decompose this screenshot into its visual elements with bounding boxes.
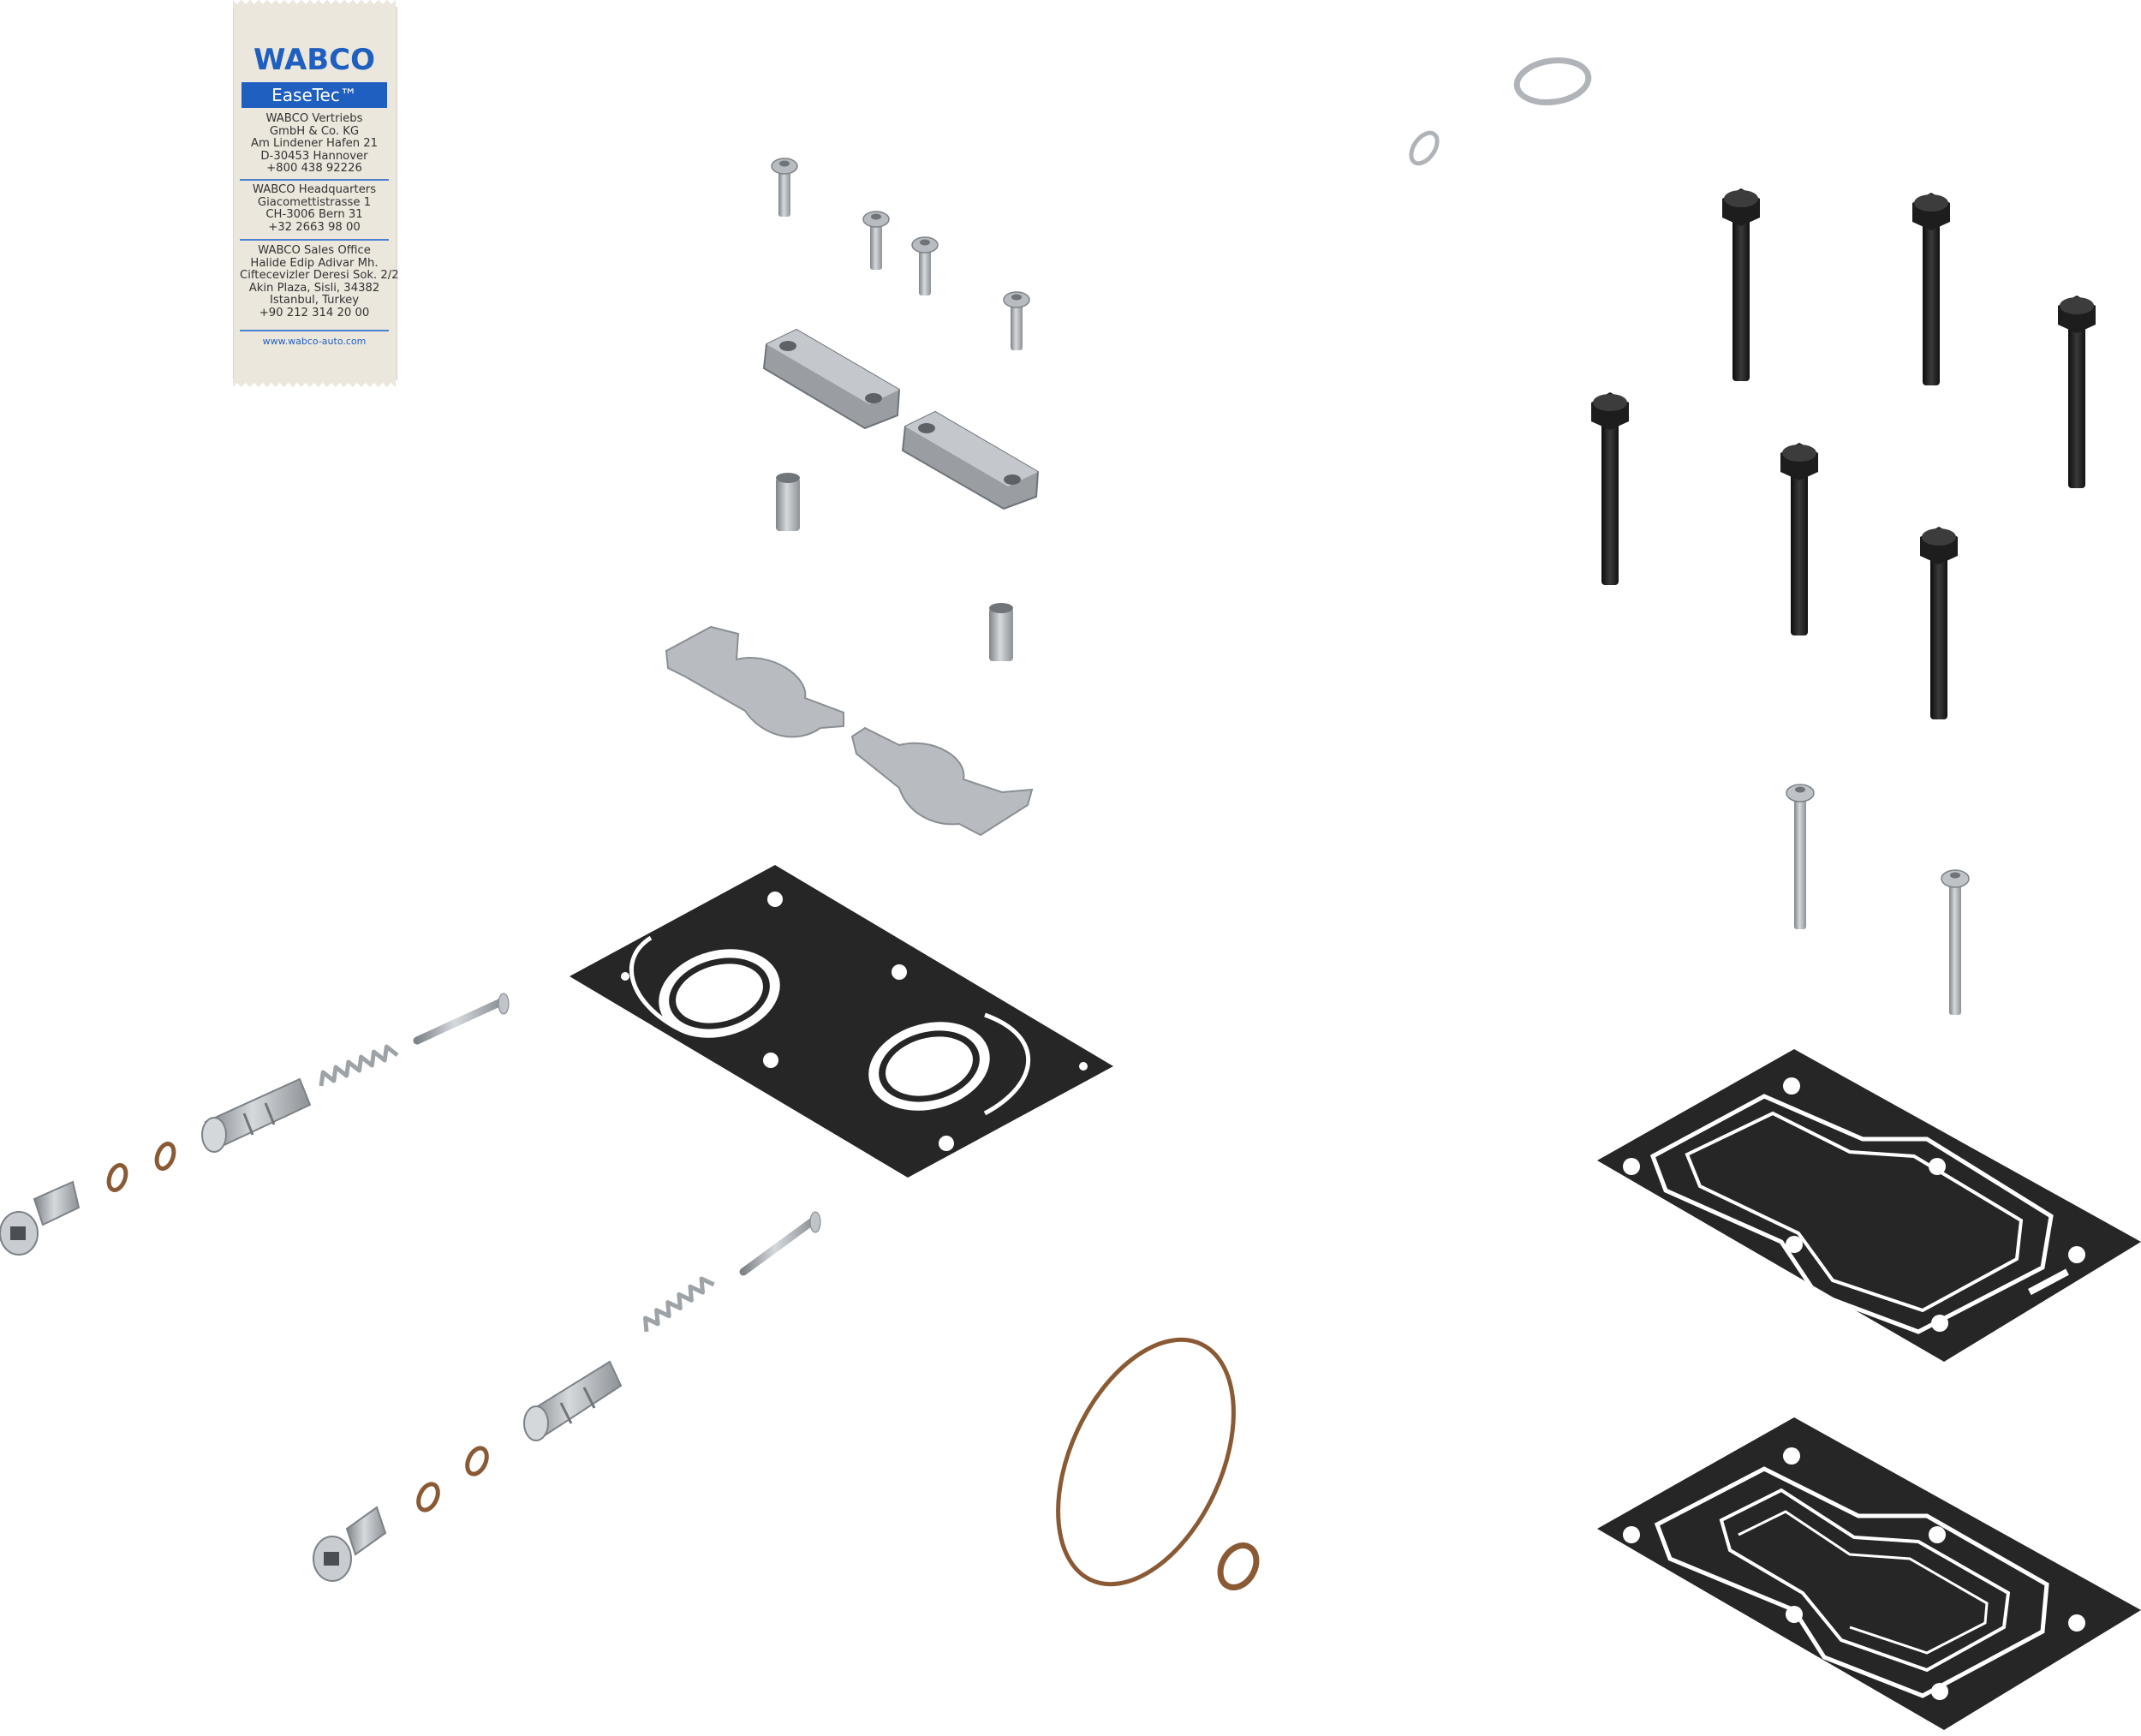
address-vertriebs: WABCO Vertriebs GmbH & Co. KG Am Lindene…: [240, 112, 389, 176]
address-line: Giacomettistrasse 1: [257, 195, 372, 209]
address-line: +800 438 92226: [266, 162, 362, 176]
sachet-top-edge: [233, 0, 396, 9]
divider: [240, 179, 389, 181]
sleeve: [989, 603, 1013, 661]
sachet-body: [233, 7, 397, 380]
head-bolt: [1780, 443, 1818, 635]
plunger-pin: [413, 993, 510, 1045]
address-line: Ciftecevizler Deresi Sok. 2/2: [240, 269, 399, 283]
unloader-assembly: [313, 1211, 821, 1582]
address-line: +90 212 314 20 00: [259, 306, 370, 319]
small-sealing-ring: [1409, 130, 1440, 166]
brand-logo: WABCO: [253, 43, 376, 77]
address-line: WABCO Vertriebs: [265, 112, 363, 125]
large-o-ring: [1056, 1337, 1236, 1587]
piston: [201, 1077, 312, 1153]
address-sales-office: WABCO Sales Office Halide Edip Adivar Mh…: [240, 244, 399, 320]
o-ring: [465, 1446, 489, 1476]
head-bolt: [1920, 527, 1958, 719]
long-silver-bolt: [1941, 869, 1970, 1016]
head-bolt: [2058, 295, 2096, 488]
cylinder-head-gasket: [570, 865, 1113, 1178]
spring: [317, 1044, 397, 1086]
address-line: CH-3006 Bern 31: [265, 208, 363, 222]
address-headquarters: WABCO Headquarters Giacomettistrasse 1 C…: [240, 183, 389, 234]
o-ring: [416, 1482, 440, 1512]
address-line: Am Lindener Hafen 21: [250, 137, 379, 151]
head-bolt: [1722, 188, 1760, 381]
plug-screw: [313, 1506, 387, 1582]
website-text: www.wabco-auto.com: [262, 336, 367, 347]
small-screw: [862, 211, 890, 271]
clamp-plate: [901, 410, 1040, 510]
small-screw: [771, 158, 798, 218]
spring: [640, 1274, 714, 1332]
piston: [523, 1360, 623, 1441]
address-line: +32 2663 98 00: [268, 220, 361, 234]
address-line: Halide Edip Adivar Mh.: [250, 256, 379, 270]
valve-plate-gasket: [1597, 1417, 2141, 1730]
divider: [240, 330, 389, 331]
address-line: Istanbul, Turkey: [269, 294, 360, 307]
sealing-ring: [1513, 57, 1592, 105]
plunger-pin: [739, 1211, 821, 1276]
valve-plate-gasket: [1597, 1049, 2141, 1362]
sleeve: [776, 473, 800, 531]
divider: [240, 239, 389, 241]
grease-sachet: WABCO EaseTec™ WABCO Vertriebs GmbH & Co…: [233, 0, 399, 387]
address-line: Akin Plaza, Sisli, 34382: [248, 281, 380, 295]
clamp-plate: [762, 328, 901, 430]
address-line: D-30453 Hannover: [260, 149, 368, 163]
small-screw: [911, 236, 939, 296]
address-line: GmbH & Co. KG: [269, 124, 360, 138]
unloader-assembly: [0, 993, 510, 1256]
head-bolt: [1912, 193, 1950, 385]
head-bolt: [1591, 392, 1629, 585]
long-silver-bolt: [1786, 784, 1815, 930]
sachet-bottom-edge: [233, 379, 396, 387]
o-ring: [154, 1142, 176, 1171]
small-screw: [1003, 291, 1030, 351]
valve-reed-plate: [665, 625, 844, 738]
o-ring: [106, 1163, 128, 1192]
address-line: WABCO Sales Office: [258, 244, 371, 257]
valve-reed-plate: [850, 726, 1034, 837]
address-line: WABCO Headquarters: [252, 183, 377, 196]
plug-screw: [0, 1180, 81, 1256]
small-o-ring: [1217, 1542, 1260, 1590]
product-name: EaseTec™: [242, 82, 387, 108]
